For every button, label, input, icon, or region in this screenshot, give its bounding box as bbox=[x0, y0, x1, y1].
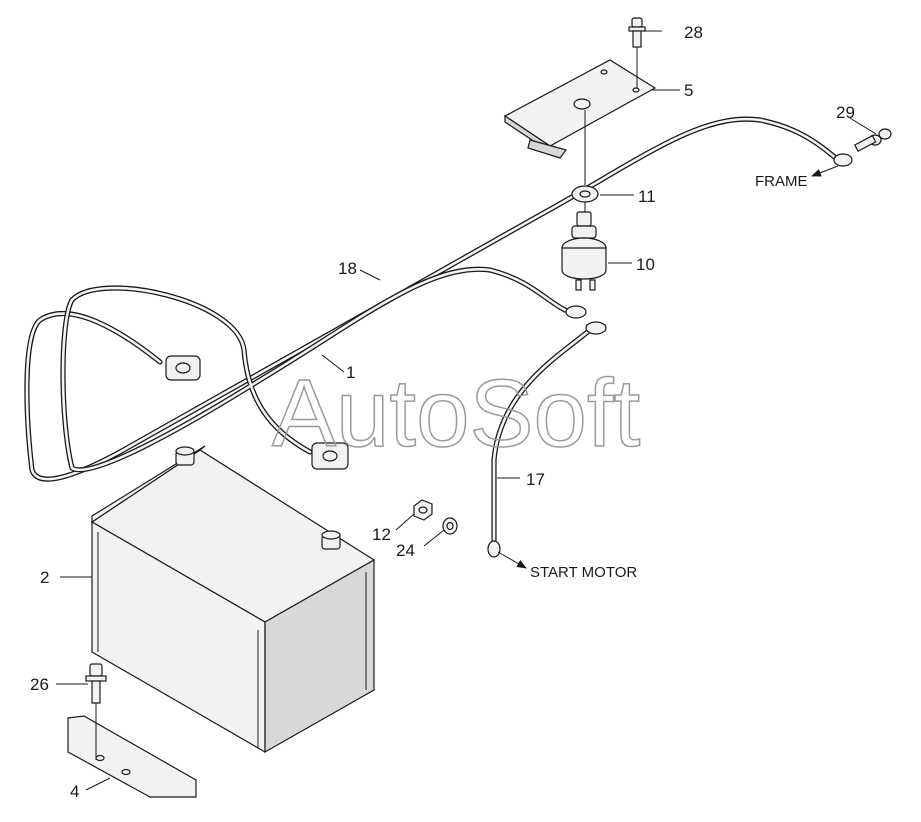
start-motor-arrow bbox=[497, 551, 527, 569]
terminal-washer bbox=[442, 517, 458, 535]
cable-18-ring-terminal-switch bbox=[565, 305, 587, 319]
battery-bracket bbox=[67, 715, 197, 798]
cable-18-battery-to-switch bbox=[60, 266, 587, 473]
frame-bolt bbox=[853, 128, 892, 153]
cable-1-battery-to-frame bbox=[24, 116, 853, 482]
callout-1: 1 bbox=[346, 363, 355, 382]
cable-18-terminal-battery bbox=[311, 442, 349, 470]
callout-17: 17 bbox=[526, 470, 545, 489]
callout-2: 2 bbox=[40, 568, 49, 587]
leader-lines bbox=[56, 30, 877, 791]
battery-terminal-negative bbox=[175, 446, 195, 466]
callout-28: 28 bbox=[684, 23, 703, 42]
callout-24: 24 bbox=[396, 541, 415, 560]
battery bbox=[90, 445, 376, 754]
callout-5: 5 bbox=[684, 81, 693, 100]
callout-11: 11 bbox=[638, 187, 656, 206]
callout-29: 29 bbox=[836, 103, 855, 122]
callout-18: 18 bbox=[338, 259, 357, 278]
bracket-bolt bbox=[85, 663, 107, 760]
callout-26: 26 bbox=[30, 675, 49, 694]
terminal-nut bbox=[413, 499, 433, 521]
switch-mounting-plate bbox=[503, 59, 657, 185]
cable-17-ring-terminal-switch bbox=[585, 321, 607, 335]
frame-label: FRAME bbox=[755, 173, 808, 190]
battery-terminal-positive bbox=[321, 530, 341, 550]
cable-1-terminal-battery bbox=[165, 355, 201, 381]
switch-nut bbox=[571, 185, 599, 215]
start-motor-label: START MOTOR bbox=[530, 564, 637, 581]
callout-12: 12 bbox=[372, 525, 391, 544]
battery-switch bbox=[561, 211, 607, 291]
frame-arrow bbox=[811, 165, 839, 177]
plate-screw bbox=[628, 17, 646, 88]
watermark: AutoSoft bbox=[272, 360, 640, 467]
cable-17-switch-to-start-motor bbox=[487, 321, 607, 558]
cable-1-ring-terminal-frame bbox=[833, 153, 853, 167]
callout-4: 4 bbox=[70, 782, 79, 801]
cable-17-ring-terminal-motor bbox=[487, 540, 501, 558]
callout-10: 10 bbox=[636, 255, 655, 274]
